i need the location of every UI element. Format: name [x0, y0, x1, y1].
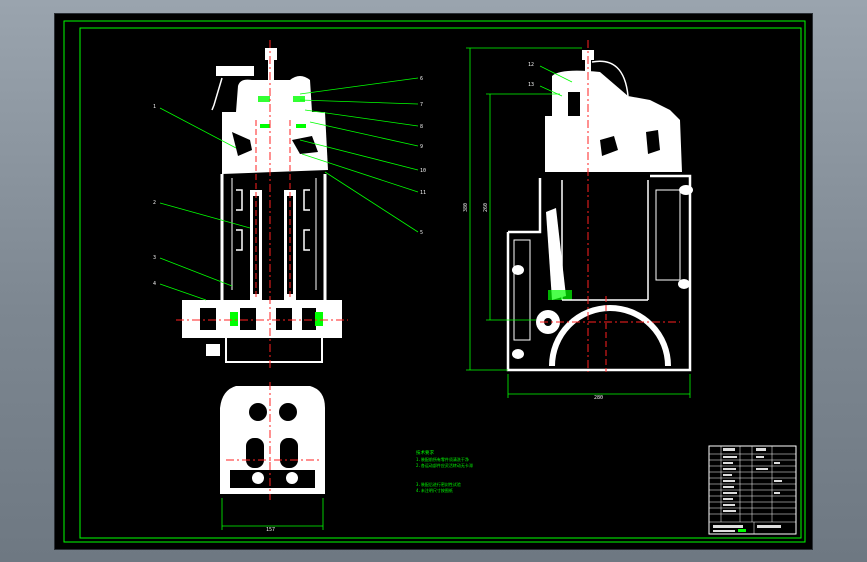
- side-fitting-bottom: [512, 349, 524, 359]
- crank-web-2: [240, 308, 256, 330]
- rod-bore-left: [253, 196, 259, 294]
- crank-web-3: [276, 308, 292, 330]
- part-label: 3: [153, 255, 156, 261]
- side-water-jacket: [655, 189, 681, 281]
- side-fitting-top: [679, 185, 693, 195]
- water-jackets: [236, 189, 310, 251]
- side-section-view: 280 380 260: [463, 40, 693, 401]
- part-labels: 1 2 3 4 6 7 8 9 10 11 5 12 13: [153, 62, 534, 287]
- side-valve-chamber: [568, 92, 580, 116]
- title-block-fill-marks: [713, 448, 782, 532]
- part-label: 7: [420, 102, 423, 108]
- side-valve-cap: [582, 50, 594, 60]
- crank-web-1: [200, 308, 216, 330]
- notes-line: 3.装配后进行密封性试验: [416, 481, 461, 487]
- inner-frame: [79, 27, 802, 539]
- block-walls: [220, 174, 327, 300]
- valve-seat-right: [296, 124, 306, 128]
- valve-seat-left: [260, 124, 270, 128]
- notes-line: 4.未注明尺寸按图纸: [416, 487, 453, 493]
- bottom-view-outline: [220, 386, 325, 494]
- bottom-plug-1: [252, 472, 264, 484]
- technical-notes: 技术要求 1.装配前所有零件须清洗干净 2.各运动部件应灵活转动无卡滞 3.装配…: [416, 449, 473, 493]
- bottom-sump: [230, 470, 315, 488]
- part-label: 5: [420, 230, 423, 236]
- valve-spring-right: [293, 96, 305, 102]
- side-block-step: [508, 178, 542, 234]
- side-left-jacket: [513, 239, 531, 341]
- dimension-side-height-inner: 260: [483, 203, 489, 212]
- part-label: 10: [420, 168, 426, 174]
- title-block-grid: [709, 446, 796, 534]
- bearing-1: [230, 312, 238, 326]
- bottom-cylinder-2: [280, 438, 298, 468]
- side-cylinder-walls: [561, 180, 649, 300]
- rod-bore-right: [287, 196, 293, 294]
- bottom-bore-2: [279, 403, 297, 421]
- part-label: 13: [528, 82, 534, 88]
- exhaust-port: [292, 136, 318, 154]
- side-block-outline: [506, 174, 692, 372]
- valve-spring-left: [258, 96, 270, 102]
- side-port-1: [600, 136, 618, 156]
- rocker-arm: [216, 66, 254, 76]
- bearing-2: [315, 312, 323, 326]
- valve-cap: [265, 48, 277, 60]
- cylinder-head-top: [236, 76, 312, 112]
- bottom-bore-1: [249, 403, 267, 421]
- side-fitting-mid: [678, 279, 690, 289]
- side-valve-stem: [585, 60, 591, 80]
- block-inner-walls: [231, 178, 317, 290]
- dimension-bottom-width: 157: [266, 527, 275, 533]
- notes-line: 2.各运动部件应灵活转动无卡滞: [416, 462, 473, 468]
- side-oil-pipe: [591, 60, 629, 97]
- part-label: 8: [420, 124, 423, 130]
- side-dimension-lines: [466, 47, 691, 398]
- side-cylinder-head: [545, 70, 682, 172]
- oil-pipe: [211, 77, 223, 111]
- crank-web-4: [302, 308, 316, 330]
- intake-port: [232, 132, 252, 156]
- outer-frame: [63, 20, 806, 543]
- dimension-side-width: 280: [594, 395, 603, 401]
- dimension-side-height-outer: 380: [463, 203, 469, 212]
- part-label: 6: [420, 76, 423, 82]
- front-section-view: [159, 40, 419, 370]
- title-block-accent: [738, 529, 746, 532]
- notes-line: 1.装配前所有零件须清洗干净: [416, 456, 469, 462]
- part-label: 4: [153, 281, 156, 287]
- bottom-view: 157: [220, 382, 325, 533]
- part-label: 9: [420, 144, 423, 150]
- side-fitting-left: [512, 265, 524, 275]
- title-block: [708, 445, 797, 535]
- side-crankcase-arc: [549, 305, 671, 367]
- part-label: 12: [528, 62, 534, 68]
- oil-pan: [225, 338, 323, 363]
- side-piston: [548, 290, 572, 300]
- part-label: 2: [153, 200, 156, 206]
- part-label: 1: [153, 104, 156, 110]
- notes-heading: 技术要求: [416, 449, 434, 456]
- bottom-plug-2: [286, 472, 298, 484]
- part-label: 11: [420, 190, 426, 196]
- gear-small: [206, 344, 220, 356]
- valve-stem: [268, 60, 274, 86]
- bottom-cylinder-1: [246, 438, 264, 468]
- leader-lines: [159, 77, 419, 301]
- side-connecting-rod: [546, 208, 566, 300]
- side-port-2: [646, 130, 660, 154]
